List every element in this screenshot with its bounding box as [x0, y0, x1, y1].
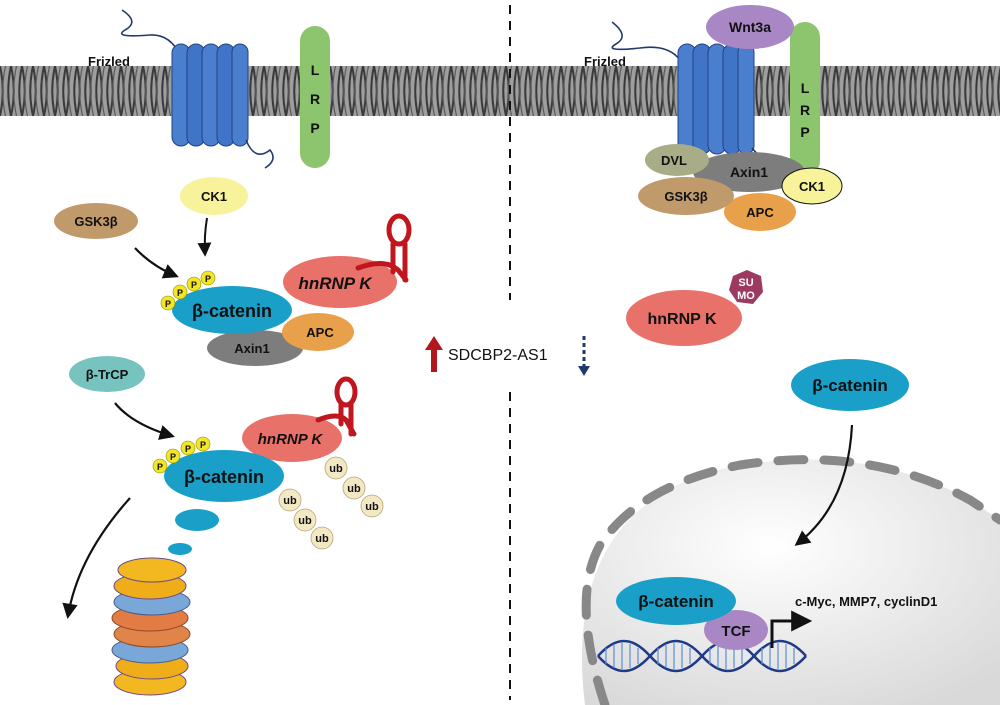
proteasome: [111, 557, 191, 696]
left-hnrnpk-2-label: hnRNP K: [258, 431, 324, 448]
svg-text:P: P: [185, 444, 191, 454]
left-btrcp-label: β-TrCP: [86, 367, 129, 382]
dna-helix: [597, 639, 807, 673]
svg-text:P: P: [157, 462, 163, 472]
left-beta-catenin-1: β-catenin: [172, 286, 292, 334]
catenin-fragment-large: [175, 509, 219, 531]
svg-text:ub: ub: [315, 533, 329, 545]
right-tcf: TCF: [704, 610, 768, 650]
right-hnrnpk-label: hnRNP K: [647, 311, 716, 328]
transcription-arrow: [770, 610, 813, 648]
left-ck1: CK1: [180, 177, 248, 215]
svg-text:P: P: [191, 280, 197, 290]
right-axin1: Axin1: [693, 152, 805, 192]
left-lrp-letter-p: P: [310, 120, 319, 136]
right-lrp-letter-l: L: [801, 80, 810, 96]
left-beta-catenin-2: β-catenin: [164, 450, 284, 502]
right-gsk3b-label: GSK3β: [664, 189, 707, 204]
right-wnt3a: Wnt3a: [706, 5, 794, 49]
right-dvl: DVL: [645, 144, 709, 176]
left-gsk3b: GSK3β: [54, 203, 138, 239]
svg-text:ub: ub: [283, 495, 297, 507]
right-apc-label: APC: [746, 205, 774, 220]
left-hnrnpk-1: hnRNP K: [283, 256, 397, 308]
right-lrp-coreceptor: L R P: [790, 22, 820, 176]
svg-text:P: P: [170, 452, 176, 462]
left-beta-catenin-1-label: β-catenin: [192, 301, 272, 321]
sumo-modification: SU MO: [729, 270, 763, 304]
left-phospho-group-1: P P P P: [160, 270, 216, 311]
cell-membrane: [0, 66, 1000, 116]
left-apc-label: APC: [306, 325, 334, 340]
arrow-btrcp-to-catenin: [114, 402, 175, 440]
right-dvl-label: DVL: [661, 153, 687, 168]
down-arrow-head-icon: [578, 366, 590, 376]
arrow-ck1-to-catenin: [197, 217, 212, 257]
svg-text:P: P: [177, 288, 183, 298]
right-beta-catenin-cytoplasmic: β-catenin: [791, 359, 909, 411]
right-wnt3a-label: Wnt3a: [729, 19, 771, 35]
target-genes-label: c-Myc, MMP7, cyclinD1: [795, 594, 937, 609]
right-ck1-label: CK1: [799, 179, 825, 194]
left-lrp-letter-l: L: [311, 62, 320, 78]
right-gsk3b: GSK3β: [638, 177, 734, 215]
svg-text:ub: ub: [329, 463, 343, 475]
right-beta-catenin-cyto-label: β-catenin: [812, 376, 888, 395]
arrow-catenin-to-nucleus: [794, 424, 854, 546]
lncrna-hairpin-2: [315, 376, 358, 437]
left-ck1-label: CK1: [201, 189, 227, 204]
right-beta-catenin-nuc-label: β-catenin: [638, 592, 714, 611]
right-tcf-label: TCF: [721, 623, 750, 640]
left-hnrnpk-1-label: hnRNP K: [298, 274, 373, 293]
lncrna-label: SDCBP2-AS1: [448, 347, 548, 364]
left-btrcp: β-TrCP: [69, 356, 145, 392]
left-hnrnpk-2: hnRNP K: [242, 414, 342, 462]
right-lrp-letter-p: P: [800, 124, 809, 140]
left-beta-catenin-2-label: β-catenin: [184, 467, 264, 487]
left-lrp-letter-r: R: [310, 91, 320, 107]
right-frizzled-label: Frizled: [584, 54, 626, 69]
up-arrow-icon: [425, 336, 443, 372]
left-ubiquitin-chain: ub ub ub ub ub ub: [278, 456, 384, 550]
left-phospho-group-2: P P P P: [152, 436, 211, 474]
svg-text:ub: ub: [298, 515, 312, 527]
svg-text:P: P: [205, 274, 211, 284]
svg-text:ub: ub: [347, 483, 361, 495]
lncrna-hairpin-1: [355, 213, 412, 283]
left-frizzled-label: Frizled: [88, 54, 130, 69]
right-apc: APC: [724, 193, 796, 231]
right-hnrnpk: hnRNP K: [626, 290, 742, 346]
left-axin1-label: Axin1: [234, 341, 269, 356]
right-beta-catenin-nuclear: β-catenin: [616, 577, 736, 625]
left-gsk3b-label: GSK3β: [74, 214, 117, 229]
right-ck1: CK1: [781, 167, 843, 205]
svg-text:ub: ub: [365, 501, 379, 513]
svg-text:P: P: [165, 299, 171, 309]
sumo-label-top: SU: [738, 277, 753, 289]
catenin-fragment-small: [168, 543, 192, 555]
arrow-gsk3b-to-catenin: [134, 247, 179, 279]
left-axin1: Axin1: [207, 330, 303, 366]
right-lrp-letter-r: R: [800, 102, 810, 118]
right-axin1-label: Axin1: [730, 164, 768, 180]
left-apc: APC: [282, 313, 354, 351]
left-frizzled-receptor: [120, 9, 274, 169]
arrow-to-degradation: [62, 497, 131, 620]
svg-text:P: P: [200, 440, 206, 450]
sumo-label-bottom: MO: [737, 290, 755, 302]
left-lrp-coreceptor: L R P: [300, 26, 330, 168]
nuclear-envelope: [581, 455, 1000, 705]
